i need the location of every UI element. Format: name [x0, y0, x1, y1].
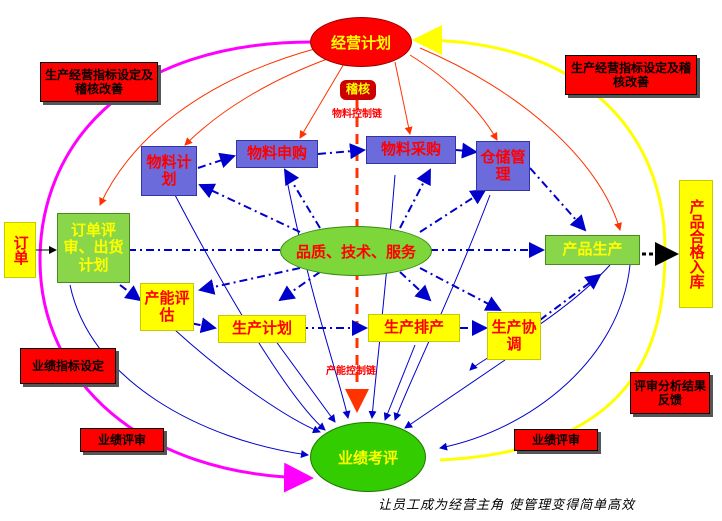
capacity-eval-node: 产能评估: [140, 283, 194, 331]
callout-left-top: 生产经营指标设定及稽核改善: [40, 62, 158, 102]
quality-center-node: 品质、技术、服务: [280, 226, 432, 276]
callout-right-mid: 评审分析结果反馈: [630, 372, 710, 414]
business-plan-node: 经营计划: [310, 17, 412, 67]
product-qualified-node: 产品合格入库: [679, 180, 713, 308]
callout-right-top: 生产经营指标设定及稽核改善: [565, 55, 697, 95]
order-node: 订单: [4, 222, 36, 278]
callout-left-bottom: 业绩评审: [80, 428, 164, 452]
footer-slogan: 让员工成为经营主角 使管理变得简单高效: [378, 498, 636, 513]
magenta-loop: [38, 40, 319, 493]
production-coord-node: 生产协调: [487, 312, 541, 360]
material-purchase-node: 物料采购: [366, 136, 456, 164]
production-schedule-node: 生产排产: [368, 314, 460, 342]
production-plan-node: 生产计划: [218, 315, 306, 343]
material-plan-node: 物料计划: [141, 146, 197, 196]
material-control-chain-label: 物料控制链: [332, 109, 382, 120]
warehouse-node: 仓储管理: [476, 141, 530, 191]
callout-right-bottom: 业绩评审: [514, 429, 598, 451]
audit-node: 稽核: [340, 80, 376, 100]
product-production-node: 产品生产: [545, 235, 640, 265]
material-request-node: 物料申购: [236, 140, 318, 168]
capacity-control-chain-label: 产能控制链: [326, 366, 376, 377]
callout-left-mid: 业绩指标设定: [20, 348, 116, 384]
performance-eval-node: 业绩考评: [310, 422, 426, 492]
order-review-node: 订单评审、出货计划: [57, 213, 130, 283]
